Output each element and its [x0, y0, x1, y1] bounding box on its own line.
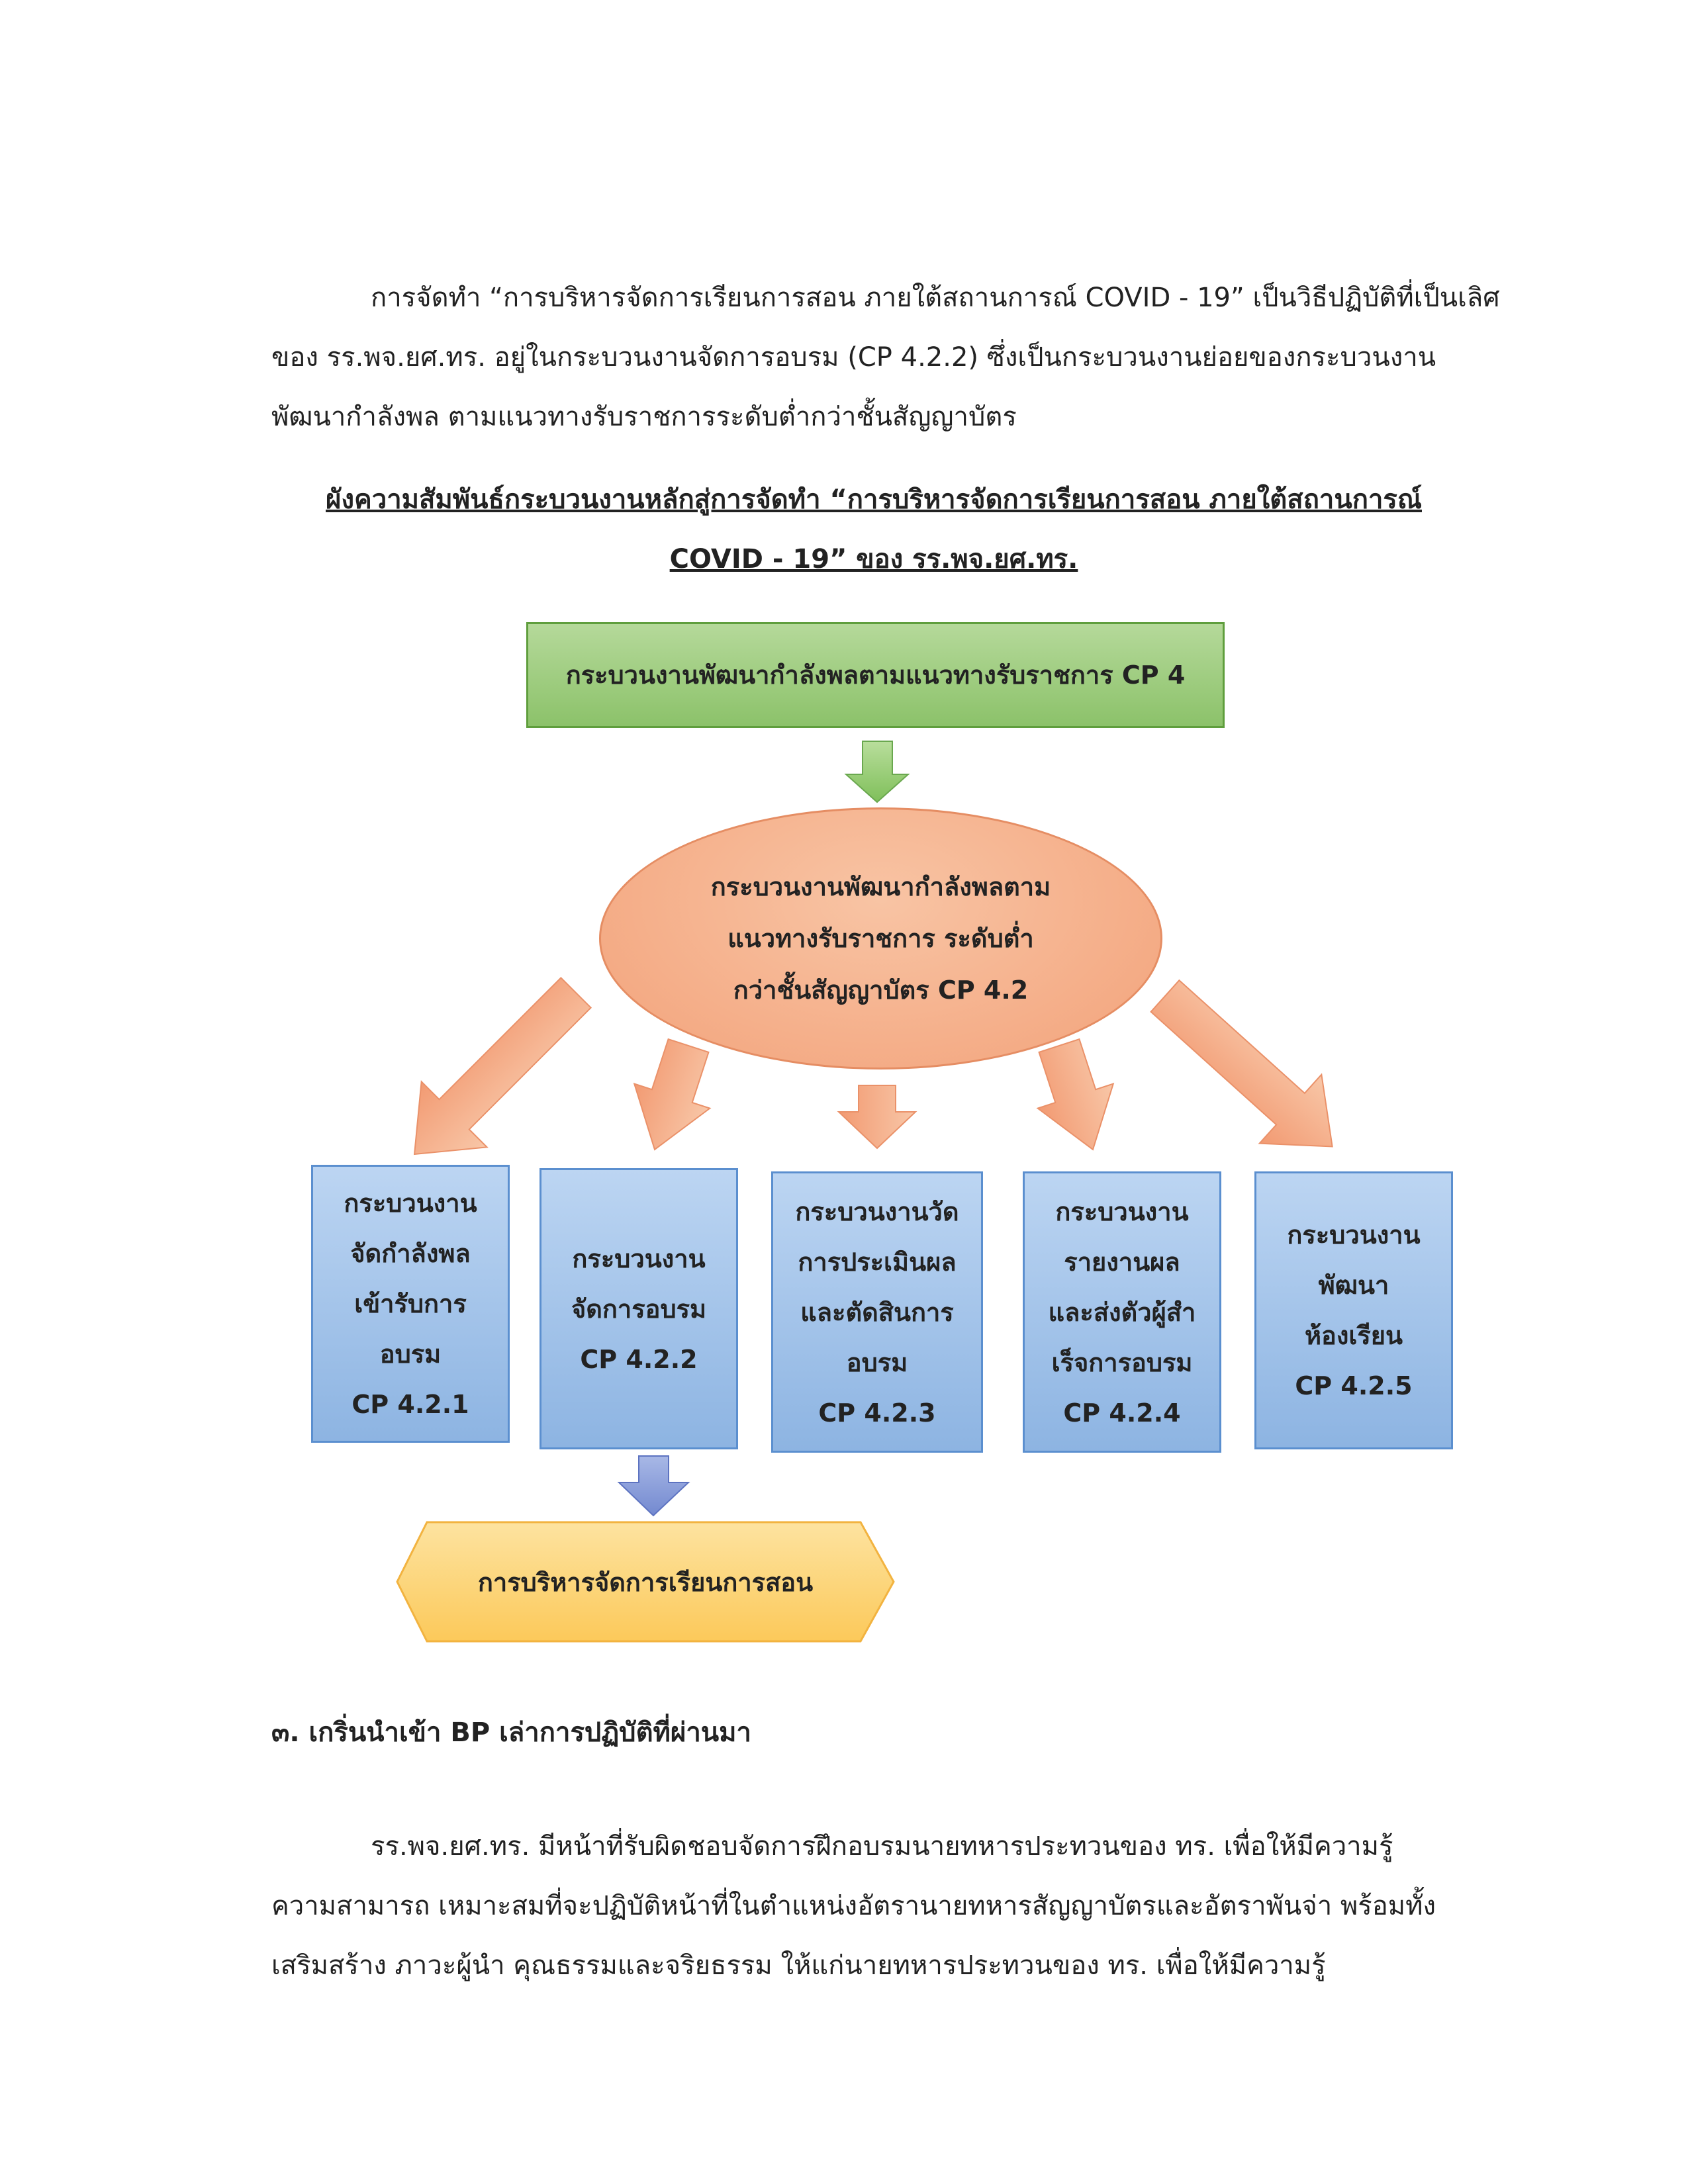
intro-paragraph: การจัดทำ “การบริหารจัดการเรียนการสอน ภาย…: [271, 268, 1500, 447]
arrow-to-cp421: [413, 976, 592, 1156]
subprocess-line: CP 4.2.1: [352, 1390, 469, 1419]
center-process-ellipse: กระบวนงานพัฒนากำลังพลตาม แนวทางรับราชการ…: [599, 807, 1162, 1069]
top-process-box: กระบวนงานพัฒนากำลังพลตามแนวทางรับราชการ …: [526, 622, 1225, 728]
top-process-label: กระบวนงานพัฒนากำลังพลตามแนวทางรับราชการ …: [565, 660, 1186, 690]
intro-line: การจัดทำ “การบริหารจัดการเรียนการสอน ภาย…: [371, 283, 1500, 313]
subprocess-box-cp422: กระบวนงาน จัดการอบรม CP 4.2.2: [539, 1168, 738, 1449]
subprocess-line: CP 4.2.2: [580, 1344, 698, 1374]
arrow-to-cp423: [837, 1085, 917, 1150]
arrow-to-cp424: [1036, 1038, 1115, 1151]
arrow-to-cp425: [1150, 979, 1333, 1148]
subprocess-line: และส่งตัวผู้สำ: [1048, 1297, 1196, 1327]
subprocess-line: CP 4.2.3: [818, 1398, 936, 1428]
diagram-title-line1: ผังความสัมพันธ์กระบวนงานหลักสู่การจัดทำ …: [326, 484, 1422, 515]
center-line: แนวทางรับราชการ ระดับต่ำ: [727, 924, 1034, 953]
subprocess-line: กระบวนงาน: [572, 1244, 706, 1273]
subprocess-box-cp421: กระบวนงาน จัดกำลังพล เข้ารับการ อบรม CP …: [311, 1165, 510, 1443]
subprocess-box-cp424: กระบวนงาน รายงานผล และส่งตัวผู้สำ เร็จกา…: [1023, 1171, 1221, 1453]
center-line: กระบวนงานพัฒนากำลังพลตาม: [710, 872, 1051, 901]
body-line: เสริมสร้าง ภาวะผู้นำ คุณธรรมและจริยธรรม …: [271, 1950, 1326, 1981]
blue-down-arrow: [617, 1455, 690, 1517]
subprocess-line: กระบวนงานวัด: [795, 1197, 959, 1226]
subprocess-line: การประเมินผล: [798, 1247, 957, 1277]
subprocess-line: อบรม: [379, 1340, 442, 1369]
result-hexagon: [396, 1521, 895, 1643]
section3-heading: ๓. เกริ่นนำเข้า BP เล่าการปฏิบัติที่ผ่าน…: [271, 1717, 751, 1748]
body-paragraph: รร.พจ.ยศ.ทร. มีหน้าที่รับผิดชอบจัดการฝึก…: [271, 1817, 1476, 1995]
intro-line: ของ รร.พจ.ยศ.ทร. อยู่ในกระบวนงานจัดการอบ…: [271, 342, 1436, 373]
result-label: การบริหารจัดการเรียนการสอน: [477, 1567, 814, 1597]
subprocess-line: เร็จการอบรม: [1051, 1347, 1193, 1377]
green-down-arrow: [844, 741, 910, 803]
subprocess-line: ห้องเรียน: [1304, 1321, 1403, 1350]
subprocess-line: จัดการอบรม: [571, 1294, 707, 1324]
subprocess-line: พัฒนา: [1318, 1271, 1389, 1300]
body-line: รร.พจ.ยศ.ทร. มีหน้าที่รับผิดชอบจัดการฝึก…: [371, 1831, 1393, 1862]
subprocess-line: กระบวนงาน: [1055, 1197, 1189, 1226]
subprocess-line: จัดกำลังพล: [350, 1239, 471, 1268]
diagram-title-line2: COVID - 19” ของ รร.พจ.ยศ.ทร.: [669, 544, 1078, 574]
diagram-title: ผังความสัมพันธ์กระบวนงานหลักสู่การจัดทำ …: [271, 470, 1476, 589]
subprocess-box-cp425: กระบวนงาน พัฒนา ห้องเรียน CP 4.2.5: [1254, 1171, 1453, 1449]
subprocess-line: CP 4.2.4: [1063, 1398, 1181, 1428]
subprocess-line: เข้ารับการ: [354, 1289, 467, 1318]
subprocess-line: รายงานผล: [1064, 1247, 1180, 1277]
subprocess-line: CP 4.2.5: [1295, 1371, 1413, 1400]
body-line: ความสามารถ เหมาะสมที่จะปฏิบัติหน้าที่ในต…: [271, 1891, 1436, 1921]
subprocess-line: กระบวนงาน: [344, 1189, 477, 1218]
subprocess-line: และตัดสินการ: [800, 1297, 954, 1327]
subprocess-line: กระบวนงาน: [1287, 1220, 1421, 1250]
arrow-to-cp422: [633, 1038, 712, 1151]
subprocess-box-cp423: กระบวนงานวัด การประเมินผล และตัดสินการ อ…: [771, 1171, 983, 1453]
intro-line: พัฒนากำลังพล ตามแนวทางรับราชการระดับต่ำก…: [271, 402, 1017, 432]
center-line: กว่าชั้นสัญญาบัตร CP 4.2: [733, 976, 1029, 1005]
subprocess-line: อบรม: [846, 1347, 908, 1377]
